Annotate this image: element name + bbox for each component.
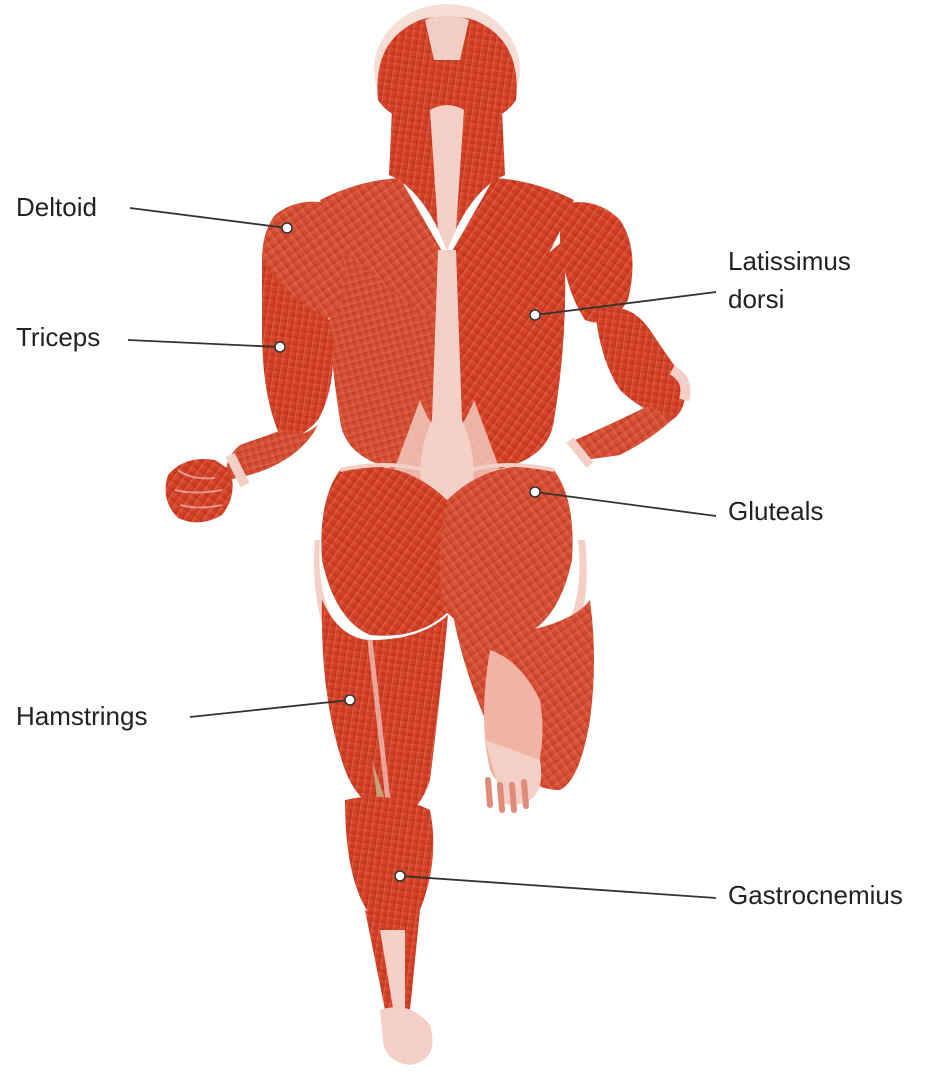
label-latissimus-line2: dorsi [728, 284, 784, 314]
left-arm [166, 202, 344, 523]
right-arm [560, 202, 686, 465]
label-gastrocnemius: Gastrocnemius [728, 880, 903, 910]
left-leg [322, 600, 448, 1065]
label-gluteals: Gluteals [728, 496, 823, 526]
triceps-leader-line [128, 340, 280, 347]
hamstrings-leader-line [190, 700, 350, 717]
gluteals-marker [530, 487, 540, 497]
deltoid-leader-line [130, 208, 287, 228]
right-leg [452, 600, 594, 810]
triceps-marker [275, 342, 285, 352]
deltoid-marker [282, 223, 292, 233]
gastrocnemius-marker [395, 871, 405, 881]
hamstrings-marker [345, 695, 355, 705]
label-hamstrings: Hamstrings [16, 701, 147, 731]
gastrocnemius-leader-line [400, 876, 716, 898]
label-deltoid: Deltoid [16, 192, 97, 222]
latissimus-marker [530, 310, 540, 320]
label-triceps: Triceps [16, 322, 100, 352]
label-latissimus-line1: Latissimus [728, 246, 851, 276]
